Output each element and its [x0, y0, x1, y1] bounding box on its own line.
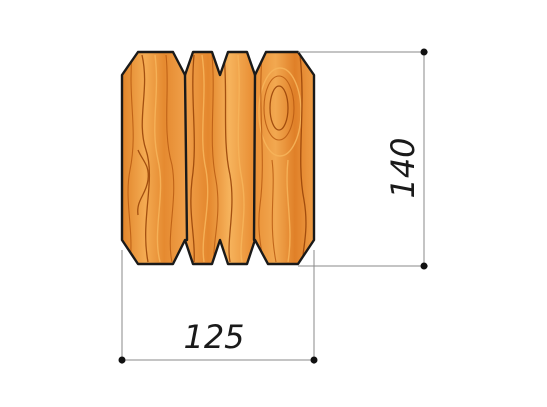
height-endpoint-bottom [420, 262, 428, 270]
profile-outline [120, 50, 316, 266]
wood-profile [120, 50, 316, 266]
height-dimension: 140 [298, 48, 428, 270]
width-endpoint-left [118, 356, 126, 364]
width-endpoint-right [310, 356, 318, 364]
height-label: 140 [384, 137, 422, 198]
wood-fill [122, 52, 314, 264]
board-seam-left [183, 73, 189, 242]
width-dimension: 125 [118, 250, 318, 364]
height-endpoint-top [420, 48, 428, 56]
wood-grain [127, 54, 307, 263]
board-seam-right [252, 73, 257, 242]
width-label: 125 [183, 318, 244, 356]
